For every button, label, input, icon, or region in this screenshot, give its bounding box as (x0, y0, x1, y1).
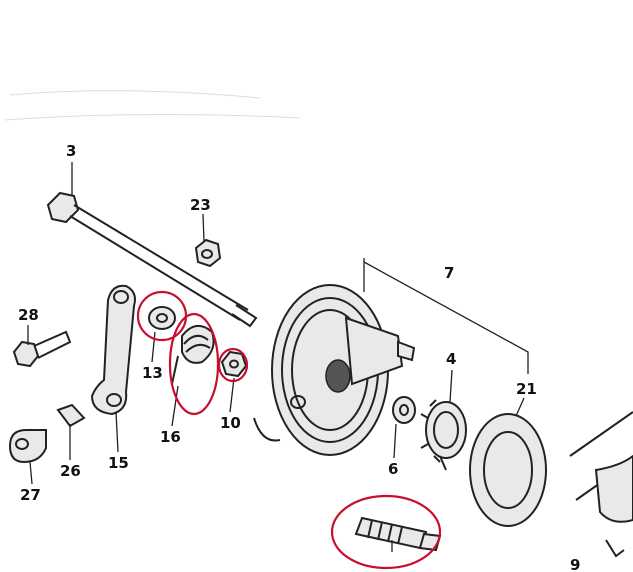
label-part-6: 6 (388, 460, 398, 478)
label-part-28: 28 (18, 306, 39, 324)
washer-part-6 (392, 396, 416, 424)
brake-arm-part-15 (90, 284, 136, 416)
label-part-27: 27 (20, 486, 41, 504)
label-part-4: 4 (446, 350, 456, 368)
callout-circle-shaft (330, 494, 442, 570)
background-noise (4, 90, 301, 121)
brake-panel-part-7 (253, 284, 416, 456)
washer-part-13 (148, 306, 176, 330)
part-labels: 3 23 7 28 13 4 21 16 10 15 6 26 27 9 (18, 142, 580, 572)
label-part-16: 16 (160, 428, 181, 446)
gear-part-4 (420, 399, 467, 471)
callout-circle-10 (217, 347, 249, 383)
nut-part-23 (194, 238, 222, 268)
label-part-13: 13 (142, 364, 163, 382)
label-part-23: 23 (190, 196, 211, 214)
axle-bolt-part-3 (46, 191, 258, 328)
label-part-7: 7 (444, 264, 454, 282)
fork-leg (569, 411, 633, 558)
seal-part-21 (469, 413, 547, 527)
bolt-part-28 (12, 330, 72, 368)
leader-lines (27, 162, 529, 552)
gear-shaft (354, 516, 442, 552)
cap-nut-part-27 (8, 429, 47, 464)
label-part-10: 10 (220, 414, 241, 432)
collar-part-26 (56, 403, 86, 428)
label-part-9: 9 (570, 556, 580, 572)
label-part-3: 3 (66, 142, 76, 160)
label-part-21: 21 (516, 380, 537, 398)
spring-part-16 (171, 325, 215, 385)
label-part-15: 15 (108, 454, 129, 472)
label-part-26: 26 (60, 462, 81, 480)
callout-circles (136, 290, 442, 570)
nut-part-10 (220, 350, 248, 378)
